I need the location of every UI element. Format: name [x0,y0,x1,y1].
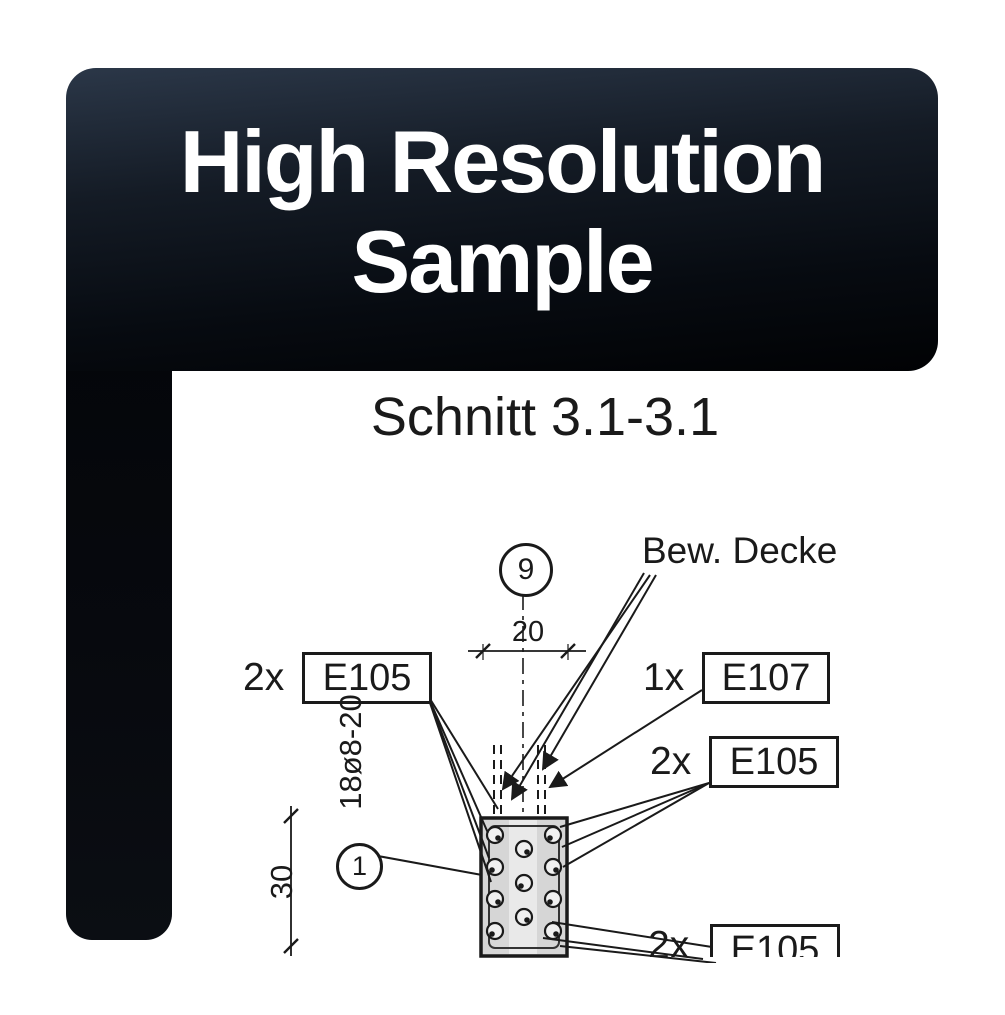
dim-20-line [468,643,586,660]
dowel-dashes [493,745,546,818]
slab-reinforcement-label: Bew. Decke [642,530,838,571]
stirrup-outline [488,825,560,949]
leader-lines-slab [501,572,657,801]
leader-fan-left-e105 [426,693,499,883]
banner-top-bar [66,68,938,371]
banner-title-line1: High Resolution [179,112,827,211]
tag-e105-left: E105 [302,652,432,704]
callout-bar-1: 1 [336,843,383,890]
rebar-dots [489,835,559,937]
dim-width-label: 20 [511,616,545,648]
leader-line-bar1 [377,855,483,876]
qty-left-label: 2x [243,656,285,699]
rebar-spec-label: 18ø8-20 [333,694,368,810]
dim-30-line [283,806,299,956]
leader-lines-bottom [542,921,717,964]
tag-e107-right: E107 [702,652,830,704]
banner-title: High Resolution Sample [66,112,938,313]
tag-e105-bottom: E105 [710,924,840,957]
cropped-bottom-tag-group: 2x E105 [630,920,870,957]
leader-line-e107 [548,689,703,789]
tag-e105-right: E105 [709,736,839,788]
banner-title-line2: Sample [351,212,654,312]
section-title: Schnitt 3.1-3.1 [370,387,720,447]
crop-cover [0,963,1005,1015]
callout-position-9: 9 [499,543,553,597]
banner-left-bar [66,330,172,940]
qty-right-top-label: 1x [643,656,685,699]
qty-bottom-label: 2x [648,924,690,957]
qty-right-mid-label: 2x [650,740,692,783]
dim-height-label: 30 [264,864,299,900]
leader-fan-right-e105 [559,782,710,868]
